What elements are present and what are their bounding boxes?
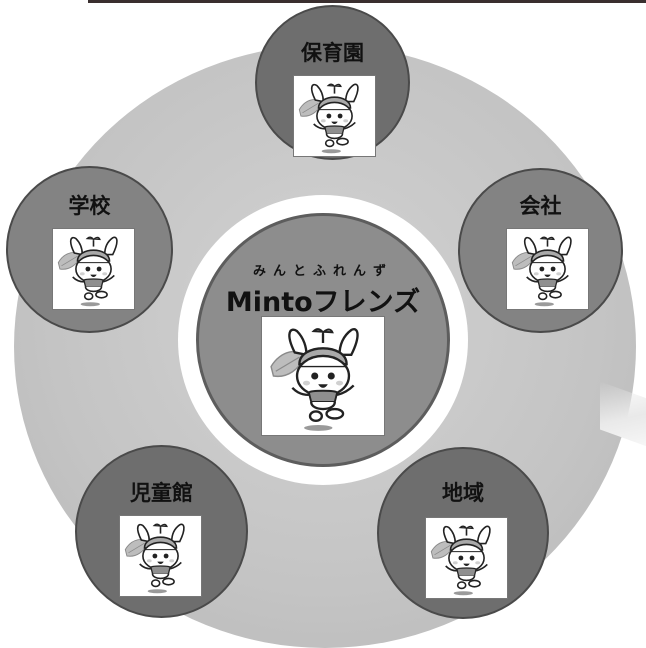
mascot-frame-hoikuen bbox=[293, 75, 376, 157]
node-label-chiiki: 地域 bbox=[442, 481, 484, 505]
node-label-gakkou: 学校 bbox=[68, 194, 111, 218]
node-label-hoikuen: 保育園 bbox=[301, 41, 364, 65]
mascot-frame-kaisha bbox=[506, 228, 589, 310]
center-circle: みんとふれんず Mintoフレンズ bbox=[196, 213, 450, 467]
mascot-icon bbox=[294, 76, 375, 156]
node-gakkou: 学校 bbox=[6, 166, 173, 333]
mascot-icon bbox=[262, 317, 384, 435]
node-label-kaisha: 会社 bbox=[519, 194, 562, 218]
node-jidoukan: 児童館 bbox=[75, 445, 248, 618]
center-title: Mintoフレンズ bbox=[225, 287, 421, 318]
mascot-frame-gakkou bbox=[52, 228, 135, 310]
mascot-icon bbox=[426, 518, 507, 598]
node-label-jidoukan: 児童館 bbox=[130, 481, 193, 505]
node-kaisha: 会社 bbox=[458, 168, 623, 333]
mascot-frame-jidoukan bbox=[119, 515, 202, 597]
mascot-icon bbox=[507, 229, 588, 309]
mascot-icon bbox=[120, 516, 201, 596]
top-divider-line bbox=[88, 0, 646, 3]
mascot-icon bbox=[53, 229, 134, 309]
center-ruby-text: みんとふれんず bbox=[252, 264, 393, 279]
node-hoikuen: 保育園 bbox=[255, 5, 410, 160]
mascot-frame-chiiki bbox=[425, 517, 508, 599]
node-chiiki: 地域 bbox=[377, 447, 549, 619]
center-mascot-frame bbox=[261, 316, 385, 436]
